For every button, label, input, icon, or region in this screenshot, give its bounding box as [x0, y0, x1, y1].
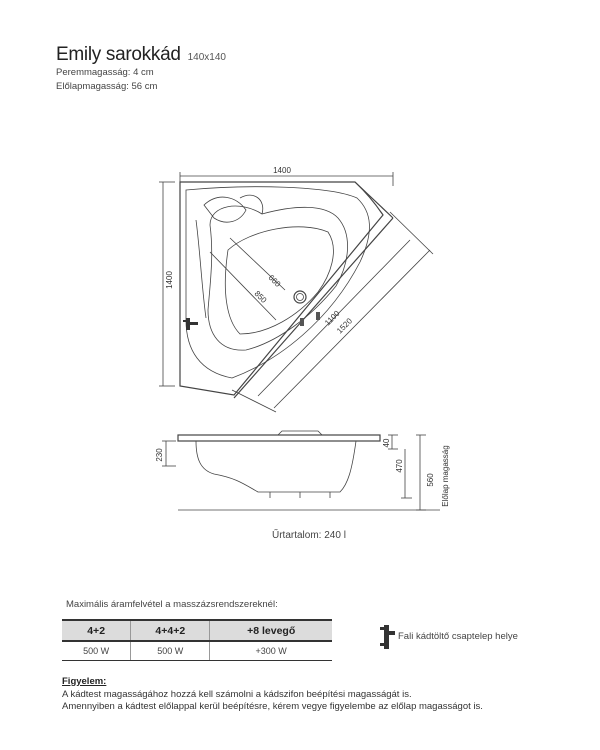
table-cell: 500 W: [130, 641, 210, 661]
product-size: 140x140: [187, 52, 226, 63]
jet-icon: [316, 312, 320, 320]
dim-40: 40: [382, 438, 391, 447]
dim-850: 850: [253, 289, 269, 305]
table-cell: +300 W: [209, 641, 332, 661]
dim-1520: 1520: [335, 316, 354, 335]
table-cell: 500 W: [62, 641, 131, 661]
rim-height: Peremmagasság: 4 cm: [56, 67, 154, 78]
front-panel-height: Előlapmagasság: 56 cm: [56, 81, 158, 92]
side-rim: [177, 434, 381, 442]
power-label: Maximális áramfelvétel a masszázsrendsze…: [66, 599, 278, 610]
table-header-row: 4+2 4+4+2 +8 levegő: [62, 619, 332, 642]
tub-inner-wall: [224, 226, 334, 335]
notes-line: A kádtest magasságához hozzá kell számol…: [62, 688, 412, 700]
capacity: Űrtartalom: 240 l: [272, 530, 346, 541]
drain-icon: [293, 290, 307, 304]
product-name: Emily sarokkád: [56, 44, 181, 65]
dim-230: 230: [155, 448, 164, 462]
dim-660: 660: [267, 273, 283, 289]
notes: Figyelem: A kádtest magasságához hozzá k…: [62, 676, 483, 714]
table-header: 4+4+2: [130, 619, 210, 642]
side-body: [195, 440, 357, 493]
faucet-position-icon: [183, 318, 198, 330]
notes-line: Amennyiben a kádtest előlappal kerül beé…: [62, 701, 483, 712]
table-header: 4+2: [62, 619, 131, 642]
table-header: +8 levegő: [209, 619, 332, 642]
dim-470: 470: [395, 459, 404, 473]
table-row: 500 W 500 W +300 W: [62, 641, 332, 661]
tub-rim: [185, 186, 370, 379]
title-block: Emily sarokkád 140x140 Peremmagasság: 4 …: [56, 44, 226, 94]
dim-560: 560: [426, 473, 435, 487]
faucet-icon: [380, 625, 395, 649]
headrest: [203, 196, 247, 223]
power-table: 4+2 4+4+2 +8 levegő 500 W 500 W +300 W: [62, 619, 332, 661]
product-title: Emily sarokkád 140x140: [56, 44, 226, 66]
notes-heading: Figyelem:: [62, 676, 107, 687]
dim-depth: 1400: [165, 271, 174, 289]
faucet-label: Fali kádtöltő csaptelep helye: [398, 631, 518, 642]
jet-icon: [300, 318, 304, 326]
dim-width: 1400: [273, 166, 291, 175]
front-panel-label: Előlap magasság: [441, 445, 450, 506]
